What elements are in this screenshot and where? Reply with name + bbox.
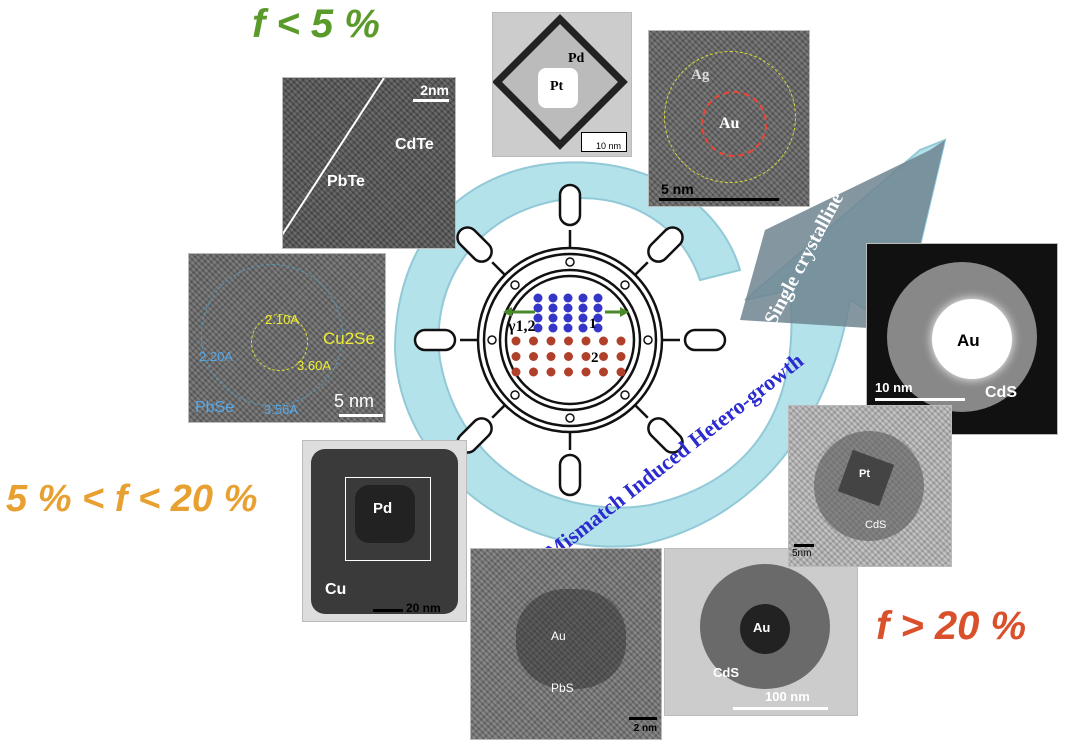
- atom: [548, 303, 558, 313]
- atom: [546, 367, 556, 377]
- atom: [533, 313, 543, 323]
- atom: [533, 303, 543, 313]
- layer2-label: 2: [591, 350, 599, 366]
- atom: [578, 293, 588, 303]
- tem-panel-pt-pd: Pd Pt 10 nm: [492, 12, 632, 157]
- atom: [593, 313, 603, 323]
- atom: [548, 323, 558, 333]
- material-label: PbS: [551, 681, 574, 695]
- material-label: Au: [551, 629, 566, 643]
- atom: [593, 303, 603, 313]
- f-mid-label: 5 % < f < 20 %: [6, 478, 258, 520]
- atom: [563, 313, 573, 323]
- atom: [533, 293, 543, 303]
- scale-label: 100 nm: [765, 689, 810, 704]
- atom: [511, 367, 521, 377]
- scale-label: 5 nm: [334, 391, 375, 411]
- atom: [578, 313, 588, 323]
- atom: [511, 336, 521, 346]
- material-label: Pt: [859, 468, 870, 480]
- atom: [564, 352, 573, 361]
- material-label: CdS: [865, 519, 887, 531]
- atom: [581, 336, 591, 346]
- material-label: Pd: [568, 51, 585, 66]
- material-label: Pd: [373, 500, 393, 517]
- f-low-label: f < 5 %: [252, 2, 380, 46]
- spacing-label: 3.60A: [297, 358, 331, 373]
- material-label: Au: [753, 620, 771, 635]
- tem-panel-au-cds-dark: Au 10 nm CdS: [866, 243, 1058, 435]
- scale-label: 10 nm: [875, 380, 913, 395]
- material-label: CdS: [985, 384, 1017, 401]
- material-label: Au: [957, 331, 980, 350]
- atom: [578, 323, 588, 333]
- atom: [581, 367, 591, 377]
- atom: [511, 352, 521, 361]
- atom: [548, 313, 558, 323]
- atom: [529, 336, 538, 346]
- tem-panel-ag-au: Ag Au 5 nm: [648, 30, 810, 207]
- atom: [563, 303, 573, 313]
- scale-label: 20 nm: [406, 601, 441, 615]
- scale-label: 5nm: [792, 548, 812, 559]
- material-label: Pt: [550, 79, 564, 94]
- atom: [563, 323, 573, 333]
- tem-panel-au-pbs: Au PbS 2 nm: [470, 548, 662, 740]
- material-label: CdS: [713, 665, 739, 680]
- atom: [564, 336, 573, 346]
- f-high-label: f > 20 %: [876, 604, 1027, 648]
- spacing-label: 3.56A: [264, 402, 298, 417]
- tem-panel-pbte-cdte: 2nm CdTe PbTe: [282, 77, 456, 249]
- atom: [529, 367, 538, 377]
- material-label: CdTe: [395, 136, 434, 153]
- material-label: Au: [719, 115, 740, 132]
- spacing-label: 2.20A: [199, 349, 233, 364]
- material-label: Cu: [325, 581, 347, 598]
- atom: [599, 336, 608, 346]
- atom: [548, 293, 558, 303]
- material-label: PbSe: [195, 399, 235, 416]
- tem-panel-cu2se-pbse: 2.10A 3.60A Cu2Se 2.20A PbSe 3.56A 5 nm: [188, 253, 386, 423]
- material-label: Ag: [691, 67, 710, 83]
- atom: [546, 336, 556, 346]
- atom: [593, 293, 603, 303]
- tem-panel-pt-cds: Pt CdS 5nm: [788, 405, 952, 567]
- atom: [616, 336, 626, 346]
- spacing-label: 2.10A: [265, 312, 299, 327]
- scale-label: 2nm: [420, 82, 449, 98]
- atom: [599, 367, 608, 377]
- scale-label: 2 nm: [633, 723, 657, 734]
- scale-label: 10 nm: [595, 141, 621, 151]
- layer1-label: 1: [589, 316, 597, 332]
- tem-panel-pd-cu: Pd Cu 20 nm: [302, 440, 467, 622]
- material-label: Cu2Se: [323, 329, 375, 348]
- atom: [581, 352, 591, 361]
- gamma-label: γ1,2: [508, 318, 536, 335]
- atom: [546, 352, 556, 361]
- atom: [578, 303, 588, 313]
- atom: [593, 323, 603, 333]
- atom: [616, 352, 626, 361]
- atom: [564, 367, 573, 377]
- lattice-diagram: [511, 293, 626, 377]
- atom: [533, 323, 543, 333]
- material-label: PbTe: [327, 173, 365, 190]
- atom: [529, 352, 538, 361]
- scale-label: 5 nm: [661, 181, 694, 197]
- atom: [563, 293, 573, 303]
- atom: [616, 367, 626, 377]
- tem-panel-au-cds-100nm: Au CdS 100 nm: [664, 548, 858, 716]
- atom: [599, 352, 608, 361]
